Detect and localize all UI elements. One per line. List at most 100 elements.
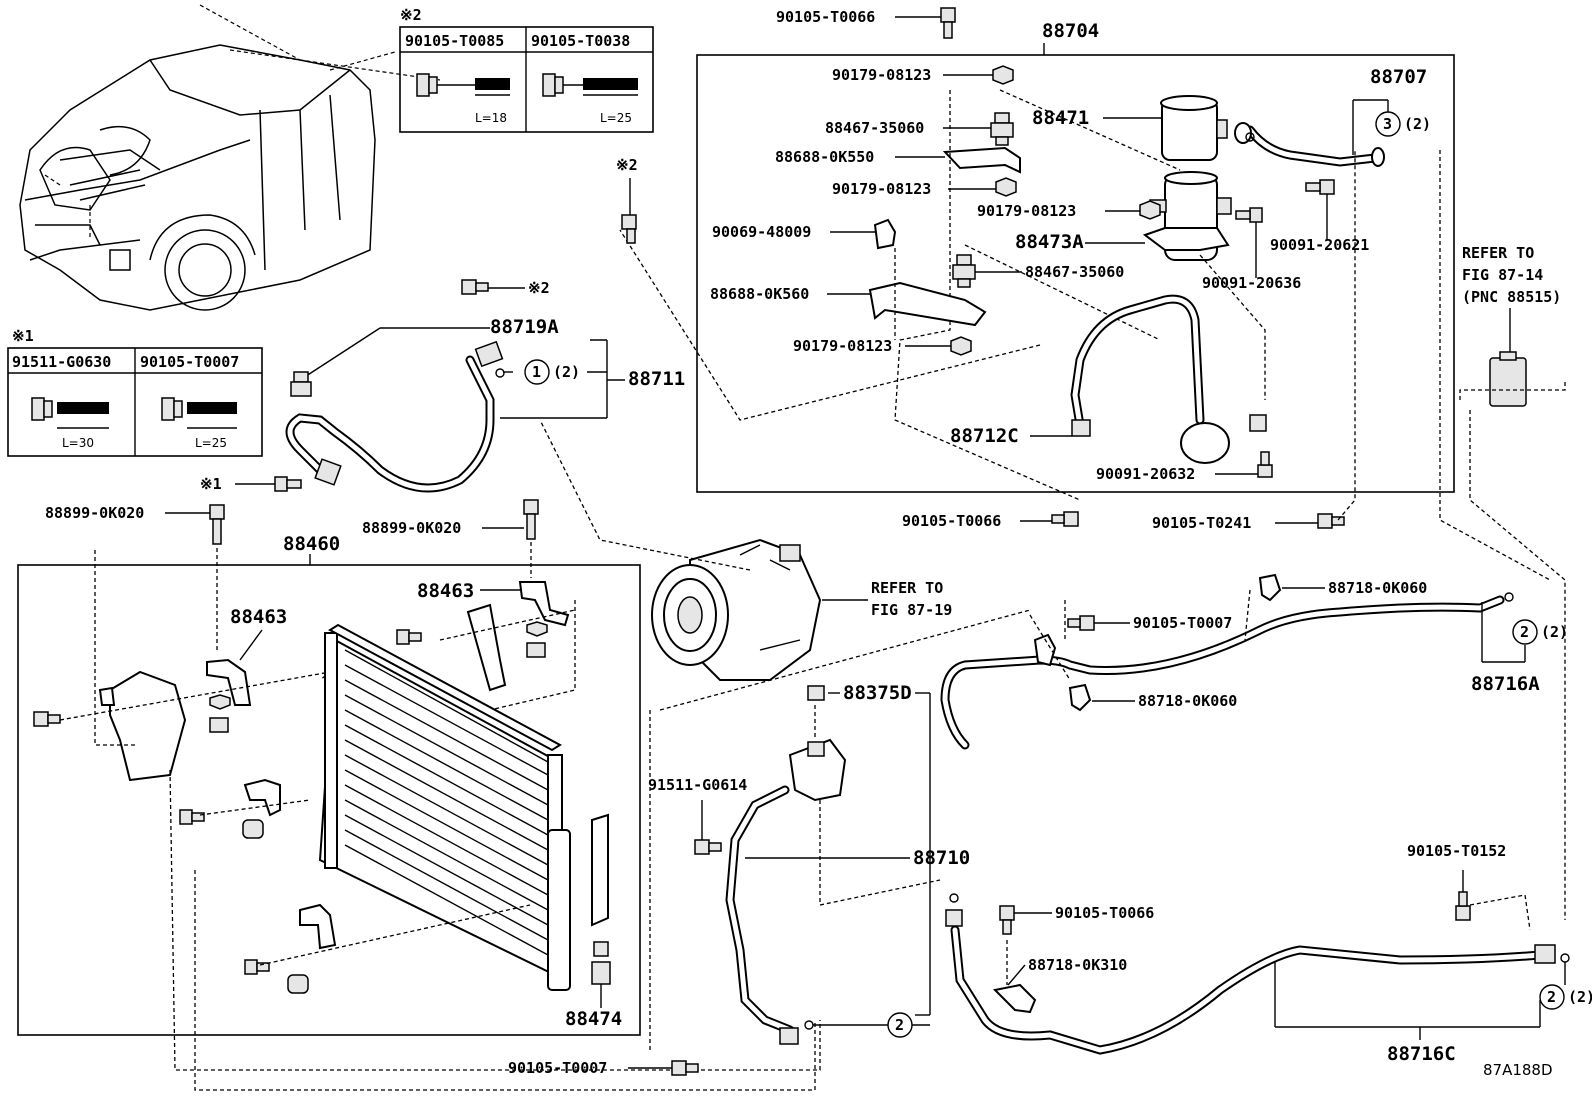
nut-icon [209,694,231,710]
sensor-block [788,738,847,802]
nut-icon [1139,200,1161,220]
note2-marker-a: ※2 [528,279,550,297]
callout-90105-T0241: 90105-T0241 [1152,514,1251,532]
bolt-icon [209,504,225,545]
table2-len1: L=18 [475,111,507,125]
qty-text: (2) [1541,623,1568,641]
note1-marker: ※1 [200,475,222,493]
callout-88467-35060-a: 88467-35060 [825,119,924,137]
callout-90179-08123-c: 90179-08123 [977,202,1076,220]
receiver-88473A [1142,171,1232,261]
callout-88716C: 88716C [1387,1043,1456,1065]
callout-88718-0K060-a: 88718-0K060 [1328,579,1427,597]
qty-circle-1-text: 1 [532,363,541,381]
ref-87-19-line1: REFER TO [871,579,943,597]
valve-icon [807,741,825,757]
mount-cushion [242,819,264,839]
qty-circle-1 [524,359,550,385]
callout-88711: 88711 [628,368,685,390]
ref-87-14-line1: REFER TO [1462,244,1534,262]
table2-col2: 90105-T0038 [531,32,630,50]
bolt-icon [671,1060,699,1076]
fitting-icon [945,909,963,927]
diagram-id: 87A188D [1483,1061,1553,1079]
bracket-icon [518,581,570,627]
table2-col1: 90105-T0085 [405,32,504,50]
qty-circle-2 [1512,619,1538,645]
bolt-icon [31,397,109,429]
bolt-icon [274,476,302,492]
cap-icon [807,685,825,701]
bracket-icon [466,603,507,692]
hose-assembly-88716A: 2 (2) 88716A 88718-0K060 90105-T0007 887… [940,573,1568,750]
bolt-icon [1317,513,1345,529]
bolt-icon [33,711,61,727]
callout-90105-T0066-top: 90105-T0066 [776,8,875,26]
bolt-icon [1257,451,1273,478]
callout-88688-0K550: 88688-0K550 [775,148,874,166]
receiver-tank [547,829,571,991]
bolt-icon [621,214,637,244]
callout-90105-T0066-mid: 90105-T0066 [902,512,1001,530]
bolt-icon [1235,207,1263,223]
bolt-icon [244,959,270,975]
bracket-icon [299,903,337,950]
bracket-icon [206,658,252,706]
receiver-canister-88471 [1160,95,1228,161]
vehicle-illustration [19,4,441,311]
callout-88718-0K060-b: 88718-0K060 [1138,692,1237,710]
plug-icon [591,961,611,985]
callout-88899-0K020-b: 88899-0K020 [362,519,461,537]
bolt-icon [1305,179,1335,195]
qty-circle-2 [1539,984,1565,1010]
bolt-icon [1051,511,1079,527]
callout-90179-08123-d: 90179-08123 [793,337,892,355]
bolt-icon [179,809,205,825]
callout-91511-G0614: 91511-G0614 [648,776,747,794]
callout-88716A: 88716A [1471,673,1540,695]
grommet-icon [209,717,229,733]
condenser-core [318,623,563,981]
callout-88707: 88707 [1370,66,1427,88]
bolt-icon [461,279,489,295]
note2-marker-b: ※2 [616,156,638,174]
table1-marker: ※1 [12,327,34,345]
bracket-icon [1249,414,1267,432]
ref-87-14-line3: (PNC 88515) [1462,288,1561,306]
callout-90091-20621: 90091-20621 [1270,236,1369,254]
bolt-icon [999,905,1015,935]
qty-circle-3 [1375,111,1401,137]
mount-cushion [287,974,309,994]
callout-88375D: 88375D [843,682,912,704]
bolt-table-note1: ※1 91511-G0630 90105-T0007 L=30 L=25 [7,327,263,457]
qty-circle-2-text: 2 [1520,623,1529,641]
condenser-group-88460: 88460 88899-0K020 88899-0K020 88463 88 [17,499,821,1091]
valve-icon [290,371,312,397]
callout-90091-20636: 90091-20636 [1202,274,1301,292]
hose-assembly-88716C: 2 (2) 88716C 90105-T0066 88718-0K310 901… [945,842,1592,1065]
callout-90091-20632: 90091-20632 [1096,465,1195,483]
callout-88719A: 88719A [490,316,559,338]
table2-len2: L=25 [600,111,632,125]
callout-88712C: 88712C [950,425,1019,447]
callout-90105-T0066-low: 90105-T0066 [1055,904,1154,922]
callout-90179-08123-b: 90179-08123 [832,180,931,198]
table1-col1: 91511-G0630 [12,353,111,371]
nut-icon [950,336,972,356]
bolt-icon [542,73,638,97]
nut-icon [526,621,548,637]
grommet-icon [526,642,546,658]
qty-text: (2) [553,363,580,381]
callout-88463-b: 88463 [417,580,474,602]
callout-88718-0K310: 88718-0K310 [1028,956,1127,974]
table2-marker: ※2 [400,6,422,24]
callout-88460: 88460 [283,533,340,555]
qty-circle-2-text: 2 [1547,988,1556,1006]
bolt-icon [523,499,539,540]
reference-fig-87-14: REFER TO FIG 87-14 (PNC 88515) [1439,150,1566,920]
callout-88688-0K560: 88688-0K560 [710,285,809,303]
bolt-table-note2: ※2 90105-T0085 90105-T0038 L=18 L=25 [399,6,654,133]
clamp-icon [873,218,897,250]
callout-88899-0K020-a: 88899-0K020 [45,504,144,522]
